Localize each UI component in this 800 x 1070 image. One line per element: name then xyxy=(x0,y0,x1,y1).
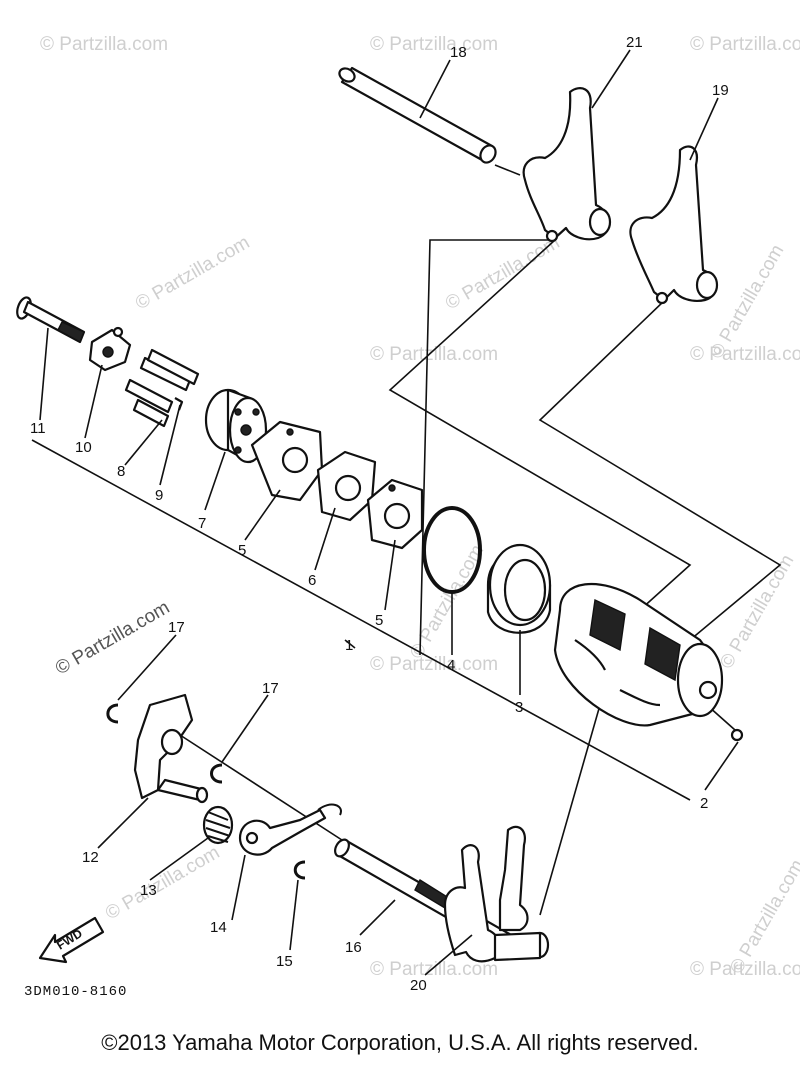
watermark: © Partzilla.com xyxy=(370,344,498,365)
fwd-arrow-icon: FWD xyxy=(38,916,105,964)
fork-19-guide xyxy=(538,299,782,641)
part-1-shift-drum xyxy=(553,582,724,727)
catalog-code: 3DM010-8160 xyxy=(24,984,128,1000)
reference-lines xyxy=(31,164,782,946)
callout-4: 4 xyxy=(447,657,455,674)
callout-8: 8 xyxy=(117,463,125,480)
part-18-guide-rod xyxy=(338,66,497,164)
rod-18-guide xyxy=(494,164,521,176)
watermark: © Partzilla.com xyxy=(716,551,798,672)
dashed-guide xyxy=(419,239,555,656)
callout-21: 21 xyxy=(626,34,643,51)
watermark: © Partzilla.com xyxy=(442,232,563,314)
copyright-notice: ©2013 Yamaha Motor Corporation, U.S.A. A… xyxy=(101,1030,699,1055)
part-6-plate xyxy=(316,450,377,522)
callout-17: 17 xyxy=(168,619,185,636)
watermark: © Partzilla.com xyxy=(406,541,488,662)
part-13-spring xyxy=(202,805,234,845)
part-2-pin xyxy=(730,728,744,742)
callout-14: 14 xyxy=(210,919,227,936)
assembly-baseline xyxy=(31,439,691,801)
part-5-plate-second xyxy=(366,478,424,550)
callout-20: 20 xyxy=(410,977,427,994)
callout-15: 15 xyxy=(276,953,293,970)
callout-3: 3 xyxy=(515,699,523,716)
watermark: © Partzilla.com xyxy=(40,34,168,55)
shaft-guide xyxy=(179,734,346,843)
callout-13: 13 xyxy=(140,882,157,899)
watermark: © Partzilla.com xyxy=(52,597,173,679)
leader-lines xyxy=(39,49,739,976)
watermark: © Partzilla.com xyxy=(690,34,800,55)
part-14-stopper-lever xyxy=(238,803,342,856)
watermark: © Partzilla.com xyxy=(370,34,498,55)
callout-2: 2 xyxy=(700,795,708,812)
part-11-bolt xyxy=(16,296,86,344)
callout-11: 11 xyxy=(30,420,46,437)
part-8-pins xyxy=(124,378,174,428)
part-19-shift-fork xyxy=(629,145,719,305)
part-21-shift-fork xyxy=(522,87,612,243)
watermark: © Partzilla.com xyxy=(370,654,498,675)
part-3-bearing xyxy=(486,543,552,634)
callout-7: 7 xyxy=(198,515,206,532)
part-17-circlip xyxy=(106,703,119,724)
part-20-shift-fork xyxy=(443,825,550,963)
watermark: © Partzilla.com xyxy=(690,959,800,980)
part-15-circlip xyxy=(293,860,306,880)
part-17-circlip-second xyxy=(210,763,223,784)
callout-17-second: 17 xyxy=(262,680,279,697)
callout-16: 16 xyxy=(345,939,362,956)
callout-1: 1 xyxy=(345,637,353,654)
part-9-pins xyxy=(139,348,200,411)
watermark: © Partzilla.com xyxy=(370,959,498,980)
part-10-segment xyxy=(88,326,132,372)
callout-6: 6 xyxy=(308,572,316,589)
callout-10: 10 xyxy=(75,439,92,456)
callout-5-second: 5 xyxy=(375,612,383,629)
callout-18: 18 xyxy=(450,44,467,61)
fork-20-guide xyxy=(539,669,611,916)
callout-5: 5 xyxy=(238,542,246,559)
part-12-shift-lever xyxy=(133,693,209,804)
watermark: © Partzilla.com xyxy=(132,232,253,314)
callout-9: 9 xyxy=(155,487,163,504)
fork-21-guide xyxy=(388,239,692,611)
watermark: © Partzilla.com xyxy=(102,842,223,924)
callout-12: 12 xyxy=(82,849,99,866)
callout-19: 19 xyxy=(712,82,729,99)
part-5-plate xyxy=(250,420,324,502)
callout-labels: 1 2 3 4 5 5 6 7 8 9 10 11 12 13 14 15 16… xyxy=(30,34,729,994)
watermark: © Partzilla.com xyxy=(690,344,800,365)
